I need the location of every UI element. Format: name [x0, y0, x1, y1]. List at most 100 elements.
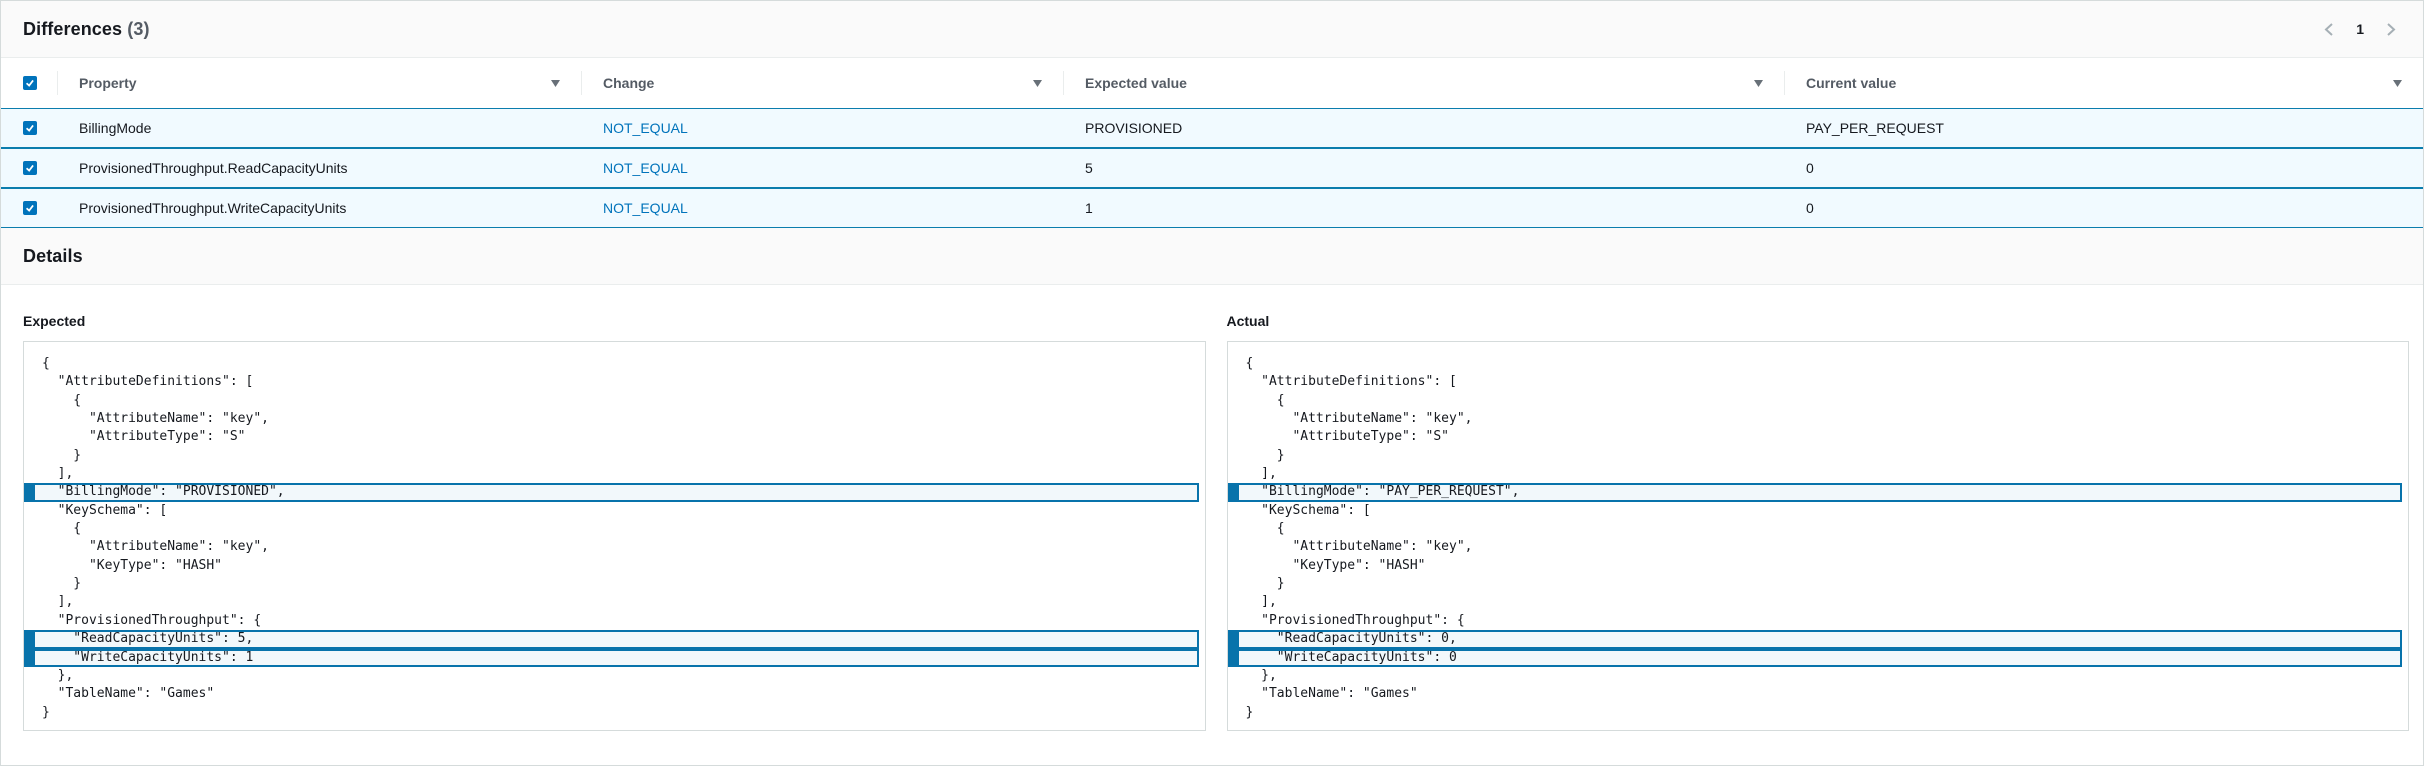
- code-line: }: [1245, 704, 1254, 720]
- actual-code-panel: { "AttributeDefinitions": [ { "Attribute…: [1226, 341, 2409, 731]
- code-line: {: [1245, 356, 1254, 371]
- expected-label: Expected: [23, 313, 86, 329]
- diff-highlighted-code-line: "ReadCapacityUnits": 0,: [1227, 630, 2402, 649]
- table-header-row: Property Change Expected value Current v…: [1, 58, 2423, 108]
- row-checkbox[interactable]: [23, 121, 37, 135]
- diff-highlighted-code-line: "BillingMode": "PROVISIONED",: [24, 483, 1199, 503]
- differences-count-badge: (3): [127, 18, 150, 39]
- change-cell: NOT_EQUAL: [581, 120, 1063, 136]
- table-row: ProvisionedThroughput.ReadCapacityUnits N…: [1, 148, 2423, 188]
- differences-title: Differences (3): [23, 19, 150, 40]
- sort-caret-icon: [1753, 79, 1764, 88]
- code-line: "KeyType": "HASH": [42, 557, 223, 573]
- code-line: "ProvisionedThroughput": {: [1245, 612, 1465, 628]
- property-value: BillingMode: [79, 120, 152, 136]
- code-line: "AttributeName": "key",: [42, 411, 269, 427]
- code-line: {: [42, 521, 82, 537]
- code-line: ],: [1245, 594, 1277, 610]
- code-line: }: [1245, 447, 1285, 463]
- code-line: "ProvisionedThroughput": {: [42, 612, 262, 628]
- expected-value-cell: 1: [1063, 200, 1784, 216]
- code-line: ],: [1245, 466, 1277, 482]
- current-value-cell: 0: [1784, 160, 2423, 176]
- table-row: ProvisionedThroughput.WriteCapacityUnits…: [1, 188, 2423, 228]
- expected-column: Expected { "AttributeDefinitions": [ { "…: [23, 313, 1206, 731]
- code-line: ],: [42, 594, 74, 610]
- differences-header: Differences (3) 1: [1, 1, 2423, 58]
- current-value-value: 0: [1806, 160, 1814, 176]
- table-row: BillingMode NOT_EQUAL PROVISIONED PAY_PER_R…: [1, 108, 2423, 148]
- expected-value-value: PROVISIONED: [1085, 120, 1183, 136]
- expected-value-value: 5: [1085, 160, 1093, 176]
- details-title: Details: [23, 245, 83, 266]
- row-checkbox[interactable]: [23, 161, 37, 175]
- property-cell: ProvisionedThroughput.WriteCapacityUnits: [57, 200, 581, 216]
- diff-highlighted-code-line: "BillingMode": "PAY_PER_REQUEST",: [1227, 483, 2402, 503]
- code-line: "AttributeName": "key",: [1245, 539, 1473, 555]
- code-line: {: [1245, 521, 1285, 537]
- current-value-value: 0: [1806, 200, 1814, 216]
- property-value: ProvisionedThroughput.WriteCapacityUnits: [79, 200, 347, 216]
- column-header-change[interactable]: Change: [581, 58, 1063, 108]
- actual-column: Actual { "AttributeDefinitions": [ { "At…: [1226, 313, 2409, 731]
- change-link[interactable]: NOT_EQUAL: [603, 120, 688, 136]
- change-cell: NOT_EQUAL: [581, 200, 1063, 216]
- code-line: },: [42, 667, 74, 683]
- diff-highlighted-code-line: "ReadCapacityUnits": 5,: [24, 630, 1199, 649]
- code-line: "AttributeName": "key",: [1245, 411, 1473, 427]
- code-line: }: [42, 704, 50, 720]
- current-value-value: PAY_PER_REQUEST: [1806, 120, 1944, 136]
- pagination-next-button[interactable]: [2380, 19, 2401, 40]
- expected-value-cell: PROVISIONED: [1063, 120, 1784, 136]
- column-header-expected-value[interactable]: Expected value: [1063, 58, 1784, 108]
- code-line: {: [42, 392, 82, 408]
- details-body: Expected { "AttributeDefinitions": [ { "…: [1, 285, 2423, 731]
- check-icon: [24, 122, 36, 134]
- property-cell: ProvisionedThroughput.ReadCapacityUnits: [57, 160, 581, 176]
- differences-table: Property Change Expected value Current v…: [1, 58, 2423, 228]
- select-all-checkbox[interactable]: [23, 76, 37, 90]
- code-line: }: [42, 576, 82, 592]
- code-line: }: [42, 447, 82, 463]
- column-header-label: Expected value: [1085, 75, 1187, 91]
- code-line: "AttributeType": "S": [42, 429, 246, 445]
- select-all-cell: [1, 58, 57, 108]
- row-select-cell: [1, 201, 57, 215]
- sort-caret-icon: [1032, 79, 1043, 88]
- chevron-right-icon: [2382, 21, 2399, 38]
- code-line: "AttributeType": "S": [1245, 429, 1449, 445]
- column-header-label: Current value: [1806, 75, 1897, 91]
- diff-highlighted-code-line: "WriteCapacityUnits": 1: [24, 648, 1199, 668]
- expected-value-value: 1: [1085, 200, 1093, 216]
- row-select-cell: [1, 121, 57, 135]
- check-icon: [24, 77, 36, 89]
- code-line: "AttributeName": "key",: [42, 539, 269, 555]
- column-header-current-value[interactable]: Current value: [1784, 58, 2423, 108]
- current-value-cell: 0: [1784, 200, 2423, 216]
- code-line: {: [1245, 392, 1285, 408]
- change-link[interactable]: NOT_EQUAL: [603, 160, 688, 176]
- details-header: Details: [1, 228, 2423, 285]
- code-line: "AttributeDefinitions": [: [1245, 374, 1457, 390]
- chevron-left-icon: [2321, 21, 2338, 38]
- sort-caret-icon: [550, 79, 561, 88]
- property-value: ProvisionedThroughput.ReadCapacityUnits: [79, 160, 348, 176]
- row-checkbox[interactable]: [23, 201, 37, 215]
- diff-highlighted-code-line: "WriteCapacityUnits": 0: [1227, 648, 2402, 668]
- expected-code-panel: { "AttributeDefinitions": [ { "Attribute…: [23, 341, 1206, 731]
- sort-caret-icon: [2392, 79, 2403, 88]
- column-header-property[interactable]: Property: [57, 58, 581, 108]
- pagination-prev-button[interactable]: [2319, 19, 2340, 40]
- code-line: },: [1245, 667, 1277, 683]
- current-value-cell: PAY_PER_REQUEST: [1784, 120, 2423, 136]
- pagination: 1: [2319, 19, 2401, 40]
- row-select-cell: [1, 161, 57, 175]
- code-line: "KeyType": "HASH": [1245, 557, 1426, 573]
- change-link[interactable]: NOT_EQUAL: [603, 200, 688, 216]
- code-line: }: [1245, 576, 1285, 592]
- code-line: "AttributeDefinitions": [: [42, 374, 254, 390]
- differences-title-text: Differences: [23, 18, 123, 39]
- pagination-current-page[interactable]: 1: [2356, 21, 2364, 37]
